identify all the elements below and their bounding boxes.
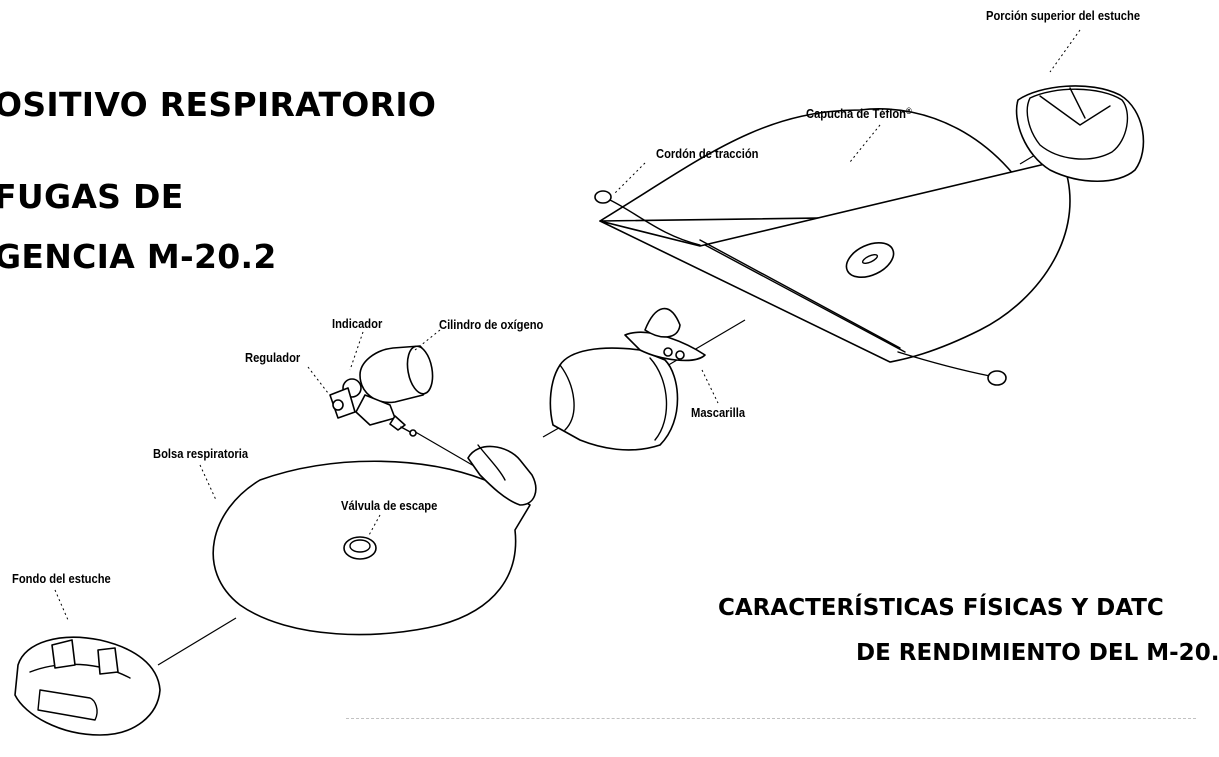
oxygen-hose [411, 429, 475, 467]
oxygen-cylinder-part [329, 345, 434, 437]
section-divider [346, 718, 1196, 719]
registered-mark: ® [906, 106, 912, 116]
hood-window [845, 241, 895, 279]
label-oxygen-cylinder: Cilindro de oxígeno [439, 317, 544, 332]
label-exhaust-valve: Válvula de escape [341, 498, 438, 513]
leader-case-top [1049, 29, 1081, 73]
pull-cord-part [594, 190, 1007, 386]
case-top-part [1015, 85, 1145, 183]
leader-case-bottom [54, 589, 69, 621]
leader-gauge [349, 331, 364, 371]
leader-breathing-bag [199, 464, 217, 501]
label-teflon-hood-text: Capucha de Téflon [806, 106, 907, 121]
leader-mask [701, 369, 719, 404]
label-case-top: Porción superior del estuche [986, 8, 1141, 23]
label-case-bottom: Fondo del estuche [12, 571, 111, 586]
label-gauge: Indicador [332, 316, 383, 331]
leader-pull-cord [614, 162, 646, 194]
label-regulator: Regulador [245, 350, 301, 365]
mask-part [549, 307, 706, 451]
label-breathing-bag: Bolsa respiratoria [153, 446, 249, 461]
leader-regulator [307, 366, 329, 394]
title-line-3: GENCIA M-20.2 [0, 237, 277, 276]
label-mask: Mascarilla [691, 405, 746, 420]
subtitle-line-2: DE RENDIMIENTO DEL M-20. [856, 640, 1219, 666]
case-bottom-part [14, 636, 161, 736]
leader-exhaust-valve [367, 514, 381, 538]
leader-oxygen-cylinder [414, 329, 441, 351]
assembly-line-case-bottom [157, 617, 237, 666]
teflon-hood-part [599, 108, 1071, 363]
subtitle-line-1: CARACTERÍSTICAS FÍSICAS Y DATC [718, 595, 1164, 621]
assembly-line-hood [659, 319, 746, 371]
label-teflon-hood: Capucha de Téflon® [806, 106, 912, 121]
title-line-1: OSITIVO RESPIRATORIO [0, 85, 437, 124]
title-line-2: FUGAS DE [0, 177, 184, 216]
breathing-bag-part [212, 444, 537, 636]
label-pull-cord: Cordón de tracción [656, 146, 759, 161]
